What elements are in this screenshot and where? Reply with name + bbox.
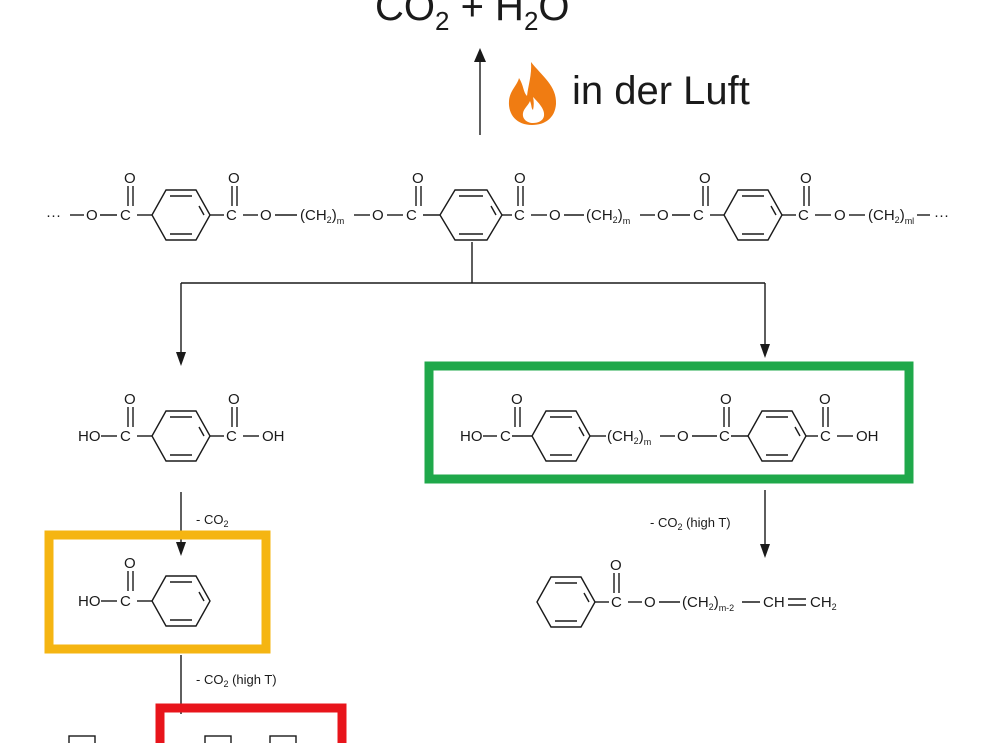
partial-structure-fragment xyxy=(269,735,297,743)
hydroxyl-label: HO xyxy=(460,428,483,445)
benzene-ring xyxy=(531,410,591,462)
benzene-ring xyxy=(723,189,783,241)
chain-oxygen: O xyxy=(372,207,384,224)
hydroxyl-label: OH xyxy=(262,428,285,445)
combustion-products: CO2 + H2O xyxy=(375,0,570,36)
carbonyl-carbon: C xyxy=(514,207,525,224)
hydroxyl-label: OH xyxy=(856,428,879,445)
carbonyl-oxygen: O xyxy=(124,170,136,187)
chain-oxygen: O xyxy=(260,207,272,224)
benzene-ring xyxy=(747,410,807,462)
benzene-ring xyxy=(151,575,211,627)
carbonyl-carbon: C xyxy=(719,428,730,445)
benzoic-acid-highlight-box xyxy=(44,530,271,654)
benzene-ring xyxy=(151,189,211,241)
step-label-co2-high-t: - CO2 (high T) xyxy=(196,672,277,689)
methylene-group: (CH2)m xyxy=(607,428,651,447)
carbonyl-oxygen: O xyxy=(124,391,136,408)
carbonyl-carbon: C xyxy=(611,594,622,611)
benzene-ring xyxy=(151,410,211,462)
hydroxyl-label: HO xyxy=(78,593,101,610)
chain-oxygen: O xyxy=(657,207,669,224)
vinyl-ch: CH xyxy=(763,594,785,611)
hydroxy-ester-dimer: HO C O (CH2)m O C O C O OH xyxy=(460,391,879,462)
carbonyl-oxygen: O xyxy=(800,170,812,187)
carbonyl-carbon: C xyxy=(798,207,809,224)
chain-oxygen: O xyxy=(549,207,561,224)
terephthalic-acid: HO C O C O OH xyxy=(78,391,285,462)
carbonyl-carbon: C xyxy=(226,207,237,224)
carbonyl-oxygen: O xyxy=(511,391,523,408)
carbonyl-carbon: C xyxy=(500,428,511,445)
chain-oxygen: O xyxy=(834,207,846,224)
biphenyl-highlight-box xyxy=(155,703,347,743)
carbonyl-oxygen: O xyxy=(228,391,240,408)
carbonyl-oxygen: O xyxy=(610,557,622,574)
chain-ellipsis-right: ··· xyxy=(934,207,949,224)
methylene-chain: (CH2)m-2 xyxy=(682,594,734,613)
carbonyl-carbon: C xyxy=(120,428,131,445)
partial-structure-fragment xyxy=(204,735,232,743)
carbonyl-carbon: C xyxy=(120,593,131,610)
branch-connector xyxy=(176,242,770,366)
vinyl-ch2: CH2 xyxy=(810,594,837,612)
chain-oxygen: O xyxy=(86,207,98,224)
methylene-group: (CH2)m xyxy=(586,207,630,226)
combustion-arrow-head xyxy=(474,48,486,62)
methylene-group: (CH2)ml xyxy=(868,207,914,226)
chain-oxygen: O xyxy=(677,428,689,445)
partial-structure-fragment xyxy=(68,735,96,743)
methylene-group: (CH2)m xyxy=(300,207,344,226)
carbonyl-oxygen: O xyxy=(412,170,424,187)
carbonyl-oxygen: O xyxy=(819,391,831,408)
benzene-ring xyxy=(439,189,503,241)
polymer-chain: ··· O C O C O O (CH2)m O C O xyxy=(46,170,949,241)
carbonyl-carbon: C xyxy=(820,428,831,445)
carbonyl-oxygen: O xyxy=(720,391,732,408)
benzene-ring xyxy=(536,576,596,628)
step-label-co2-high-t-right: - CO2 (high T) xyxy=(650,515,731,532)
carbonyl-oxygen: O xyxy=(699,170,711,187)
chain-ellipsis-left: ··· xyxy=(46,207,61,224)
carbonyl-oxygen: O xyxy=(514,170,526,187)
flame-icon xyxy=(508,62,557,125)
chain-oxygen: O xyxy=(644,594,656,611)
carbonyl-oxygen: O xyxy=(124,555,136,572)
vinyl-ester-product: C O O (CH2)m-2 CH CH2 xyxy=(536,557,837,628)
hydroxyl-label: HO xyxy=(78,428,101,445)
ester-highlight-box xyxy=(424,361,914,484)
condition-label: in der Luft xyxy=(572,69,750,113)
carbonyl-oxygen: O xyxy=(228,170,240,187)
carbonyl-carbon: C xyxy=(693,207,704,224)
step-label-co2: - CO2 xyxy=(196,512,228,529)
carbonyl-carbon: C xyxy=(226,428,237,445)
benzoic-acid: HO C O xyxy=(78,555,211,627)
carbonyl-carbon: C xyxy=(406,207,417,224)
carbonyl-carbon: C xyxy=(120,207,131,224)
